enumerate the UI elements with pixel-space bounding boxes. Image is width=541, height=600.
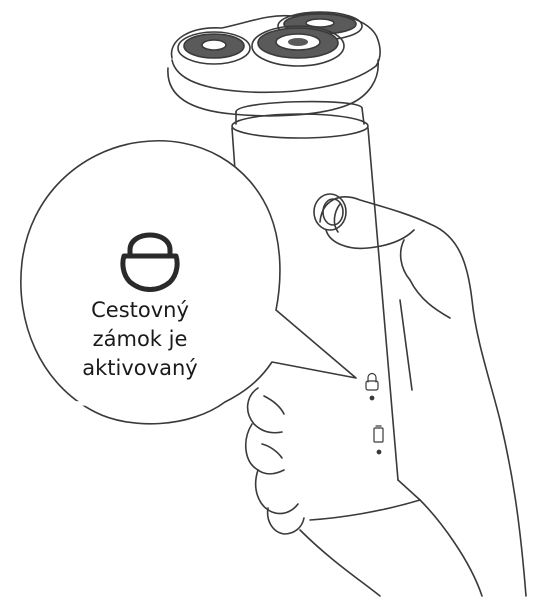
shaver-neck xyxy=(236,102,364,124)
caption-line-1: Cestovný xyxy=(40,296,240,325)
battery-icon xyxy=(374,426,383,442)
left-cutter xyxy=(178,32,250,64)
hand xyxy=(246,197,526,596)
front-cutter xyxy=(252,26,344,66)
caption-line-2: zámok je xyxy=(40,325,240,354)
travel-lock-caption: Cestovný zámok je aktivovaný xyxy=(40,296,240,383)
shaver-head xyxy=(168,12,380,116)
caption-line-3: aktivovaný xyxy=(40,354,240,383)
power-button xyxy=(314,194,346,230)
body-lock-icon xyxy=(366,374,378,391)
